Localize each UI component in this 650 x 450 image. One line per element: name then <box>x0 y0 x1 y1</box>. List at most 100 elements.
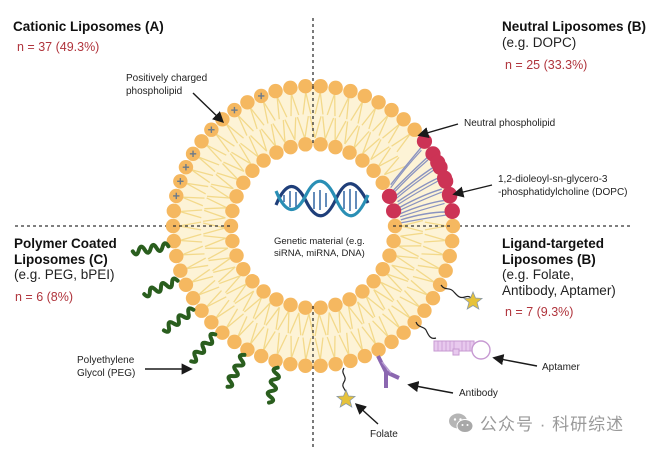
lipid-tail <box>224 275 241 294</box>
lipid-tail <box>362 137 381 154</box>
lipid-head <box>269 292 284 307</box>
arrow-aptamer <box>492 354 538 367</box>
lipid-tail <box>314 313 320 337</box>
dopc-tail <box>399 199 445 215</box>
dopc-tail <box>398 191 443 212</box>
label-dopc: 1,2-dioleoyl-sn-glycero-3 -phosphatidylc… <box>498 174 628 199</box>
lipid-tail <box>276 96 288 118</box>
lipid-tail <box>263 302 271 325</box>
lipid-tail <box>324 117 335 140</box>
lipid-head <box>396 325 411 340</box>
lipid-tail <box>395 255 419 259</box>
lipid-tail <box>207 247 229 260</box>
folate-ligand-lower <box>335 367 357 408</box>
lipid-tail <box>400 225 424 233</box>
lipid-tail <box>328 312 340 334</box>
lipid-tail <box>382 123 401 139</box>
lipid-head <box>236 261 251 277</box>
lipid-tail <box>270 124 277 147</box>
lipid-head <box>396 112 411 127</box>
dopc-tail <box>392 156 429 191</box>
lipid-head <box>283 80 298 96</box>
plus-charge-icon <box>177 178 184 185</box>
label-positively-charged-line2: phospholipid <box>126 85 183 97</box>
lipid-tail <box>380 281 395 301</box>
lipid-tail <box>362 132 372 154</box>
arrow-neutral-phospholipid <box>417 123 459 139</box>
lipid-tail <box>344 121 349 145</box>
lipid-tail <box>356 301 365 324</box>
lipid-tail <box>242 290 255 312</box>
lipid-head <box>328 139 343 155</box>
lipid-tail <box>204 207 227 210</box>
lipid-head <box>445 218 461 234</box>
lipid-tail <box>237 114 254 132</box>
lipid-tail <box>213 266 236 273</box>
lipid-tail <box>262 101 276 121</box>
lipid-tail <box>206 197 228 209</box>
lipid-head <box>313 137 328 152</box>
lipid-tail <box>287 310 290 334</box>
lipid-head <box>227 334 242 350</box>
plus-charge-icon <box>257 92 265 100</box>
lipid-tail <box>212 257 232 272</box>
lipid-tail <box>197 286 220 296</box>
lipid-tail <box>249 322 258 345</box>
lipid-tail <box>179 239 203 243</box>
lipid-head <box>225 203 240 219</box>
plus-charge-icon <box>173 192 180 200</box>
lipid-tail <box>378 316 389 338</box>
lipid-head <box>417 303 432 318</box>
dopc-head <box>436 170 453 186</box>
lipid-tail <box>377 155 399 168</box>
lipid-tail <box>404 290 421 308</box>
lipid-head <box>240 95 255 110</box>
lipid-tail <box>215 133 230 153</box>
lipid-tail <box>275 307 280 330</box>
lipid-head <box>313 300 328 315</box>
lipid-tail <box>406 286 429 296</box>
dopc-tail <box>392 159 429 194</box>
lipid-tail <box>178 221 202 227</box>
lipid-tail <box>215 133 235 147</box>
dopc-tail <box>397 177 439 203</box>
lipid-tail <box>250 135 268 152</box>
lipid-tail <box>181 196 204 207</box>
lipid-head <box>166 233 182 249</box>
lipid-tail <box>424 221 448 227</box>
lipid-tail <box>346 332 350 356</box>
lipid-tail <box>265 306 280 326</box>
plus-charge-icon <box>231 106 238 114</box>
lipid-tail <box>350 101 364 121</box>
lipid-tail <box>398 245 419 258</box>
lipid-tail <box>219 275 241 285</box>
folate-star-icon <box>462 290 484 310</box>
lipid-tail <box>338 334 350 356</box>
lipid-head <box>355 153 370 168</box>
lipid-head <box>343 83 358 99</box>
lipid-head <box>366 274 381 289</box>
lipid-head <box>256 284 271 299</box>
lipid-tail <box>238 144 252 165</box>
quadrant-example-ligand-line1: (e.g. Folate, <box>502 267 575 282</box>
lipid-tail <box>304 115 309 139</box>
lipid-tail <box>237 316 248 338</box>
lipid-tail <box>373 289 386 310</box>
lipid-tail <box>350 331 364 351</box>
lipid-tail <box>260 128 277 147</box>
lipid-head <box>283 297 298 313</box>
lipid-tail <box>338 310 341 333</box>
lipid-tail <box>346 96 350 120</box>
lipid-head <box>215 325 230 340</box>
quadrant-count-polymer: n = 6 (8%) <box>15 290 74 304</box>
lipid-tail <box>338 309 352 330</box>
lipid-tail <box>400 219 424 227</box>
lipid-tail <box>357 328 364 351</box>
lipid-head <box>245 274 260 289</box>
lipid-tail <box>378 114 389 136</box>
lipid-head <box>268 83 283 99</box>
lipid-tail <box>223 161 245 172</box>
label-dopc-line2: -phosphatidylcholine (DOPC) <box>498 186 628 198</box>
lipid-head <box>269 145 284 160</box>
lipid-tail <box>207 195 230 199</box>
